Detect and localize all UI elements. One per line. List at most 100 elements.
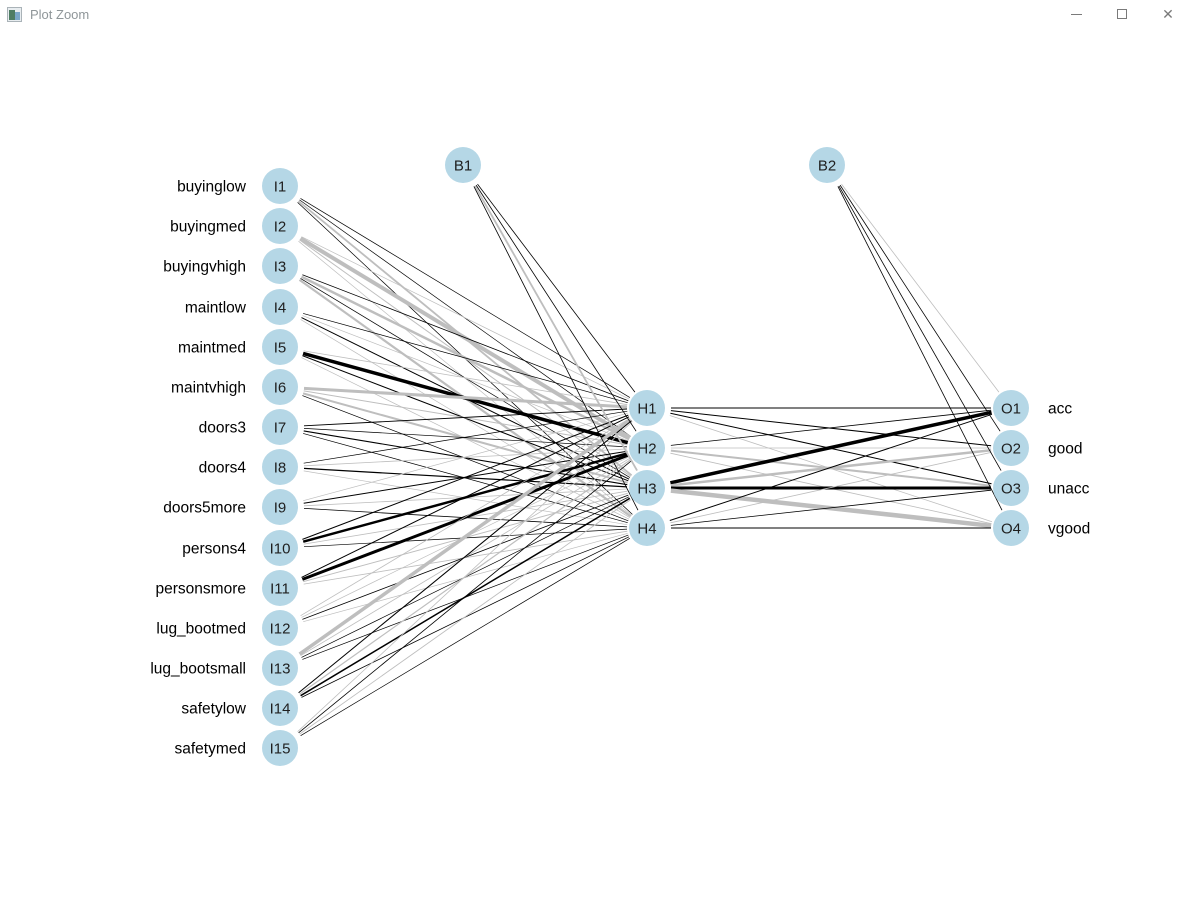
edge-I6-H1 (303, 386, 628, 409)
edge-I12-H1 (300, 417, 631, 617)
node-label-I14: I14 (270, 700, 291, 717)
node-circle-O2 (993, 430, 1029, 466)
output-class-label-O4: vgood (1048, 520, 1090, 537)
edge-I4-H2 (302, 315, 629, 442)
input-variable-label-I4: maintlow (185, 299, 247, 316)
title-bar: Plot Zoom ✕ (0, 0, 1191, 28)
node-circle-H1 (629, 390, 665, 426)
edge-B1-H4 (473, 186, 639, 511)
maximize-icon (1117, 9, 1127, 19)
node-circle-H2 (629, 430, 665, 466)
node-circle-B1 (445, 147, 481, 183)
node-circle-I3 (262, 248, 298, 284)
edge-H3-O1 (670, 410, 992, 485)
node-circle-I6 (262, 369, 298, 405)
minimize-button[interactable] (1053, 0, 1099, 28)
edge-B1-H1 (477, 183, 636, 393)
node-circle-H4 (629, 510, 665, 546)
node-circle-O3 (993, 470, 1029, 506)
window-controls: ✕ (1053, 0, 1191, 28)
edge-I10-H1 (302, 414, 629, 540)
edge-I1-H1 (300, 198, 631, 398)
node-label-H1: H1 (637, 400, 656, 417)
edge-I3-H1 (302, 274, 629, 402)
input-variable-label-I13: lug_bootsmall (150, 660, 246, 677)
output-class-label-O1: acc (1048, 400, 1072, 417)
edge-I8-H1 (303, 410, 628, 464)
plot-image-icon (7, 6, 22, 22)
edge-H2-O1 (670, 409, 992, 446)
node-label-B2: B2 (818, 157, 836, 174)
input-variable-label-I1: buyinglow (177, 178, 247, 195)
input-variable-label-I3: buyingvhigh (163, 258, 246, 275)
node-label-I8: I8 (274, 459, 287, 476)
node-label-H2: H2 (637, 440, 656, 457)
input-variable-label-I6: maintvhigh (171, 379, 246, 396)
node-circle-I13 (262, 650, 298, 686)
node-circle-I14 (262, 690, 298, 726)
node-label-H3: H3 (637, 480, 656, 497)
input-variable-label-I9: doors5more (163, 499, 246, 516)
node-label-O4: O4 (1001, 520, 1021, 537)
edge-I15-H2 (298, 460, 632, 734)
node-circle-I4 (262, 289, 298, 325)
input-variable-label-I7: doors3 (199, 419, 246, 436)
node-circle-I10 (262, 530, 298, 566)
node-circle-I7 (262, 409, 298, 445)
output-class-label-O2: good (1048, 440, 1082, 457)
input-variable-label-I14: safetylow (181, 700, 246, 717)
edge-H4-O1 (669, 413, 993, 521)
node-circle-I2 (262, 208, 298, 244)
edge-I7-H1 (303, 408, 628, 427)
node-label-I15: I15 (270, 740, 291, 757)
node-label-O3: O3 (1001, 480, 1021, 497)
node-label-O2: O2 (1001, 440, 1021, 457)
node-label-I11: I11 (270, 580, 290, 597)
input-variable-label-I15: safetymed (174, 740, 246, 757)
node-circle-I5 (262, 329, 298, 365)
node-label-I10: I10 (270, 540, 291, 557)
node-label-I1: I1 (274, 178, 287, 195)
node-label-I6: I6 (274, 379, 287, 396)
input-variable-label-I10: persons4 (182, 540, 246, 557)
edge-B2-O4 (837, 186, 1003, 511)
edge-I15-H1 (297, 421, 633, 732)
node-circle-I11 (262, 570, 298, 606)
output-class-label-O3: unacc (1048, 480, 1090, 497)
edge-B1-H2 (475, 184, 637, 432)
edge-I9-H1 (303, 412, 628, 502)
minimize-icon (1070, 13, 1082, 15)
node-label-I13: I13 (270, 660, 291, 677)
input-variable-label-I5: maintmed (178, 339, 246, 356)
close-button[interactable]: ✕ (1145, 0, 1191, 28)
edge-I12-H4 (303, 532, 628, 623)
edge-B2-O3 (838, 185, 1002, 471)
edge-I4-H1 (303, 313, 628, 404)
edge-I15-H3 (299, 499, 631, 735)
node-label-I4: I4 (274, 299, 287, 316)
input-variable-label-I12: lug_bootmed (156, 620, 246, 637)
edge-I13-H1 (298, 418, 632, 656)
node-circle-O4 (993, 510, 1029, 546)
edge-B2-O1 (841, 183, 1000, 393)
node-label-H4: H4 (637, 520, 656, 537)
edge-I14-H1 (298, 420, 632, 694)
node-circle-I8 (262, 449, 298, 485)
maximize-button[interactable] (1099, 0, 1145, 28)
edge-H4-O2 (670, 451, 992, 524)
edge-I2-H1 (301, 236, 630, 400)
node-label-B1: B1 (454, 157, 472, 174)
node-label-I5: I5 (274, 339, 287, 356)
node-circle-I15 (262, 730, 298, 766)
node-circle-O1 (993, 390, 1029, 426)
node-label-I3: I3 (274, 258, 287, 275)
node-circle-B2 (809, 147, 845, 183)
edge-I11-H1 (301, 416, 630, 578)
edge-B1-H3 (474, 185, 638, 472)
node-circle-I9 (262, 489, 298, 525)
input-variable-label-I2: buyingmed (170, 218, 246, 235)
window-title: Plot Zoom (30, 6, 90, 22)
node-label-I12: I12 (270, 620, 291, 637)
